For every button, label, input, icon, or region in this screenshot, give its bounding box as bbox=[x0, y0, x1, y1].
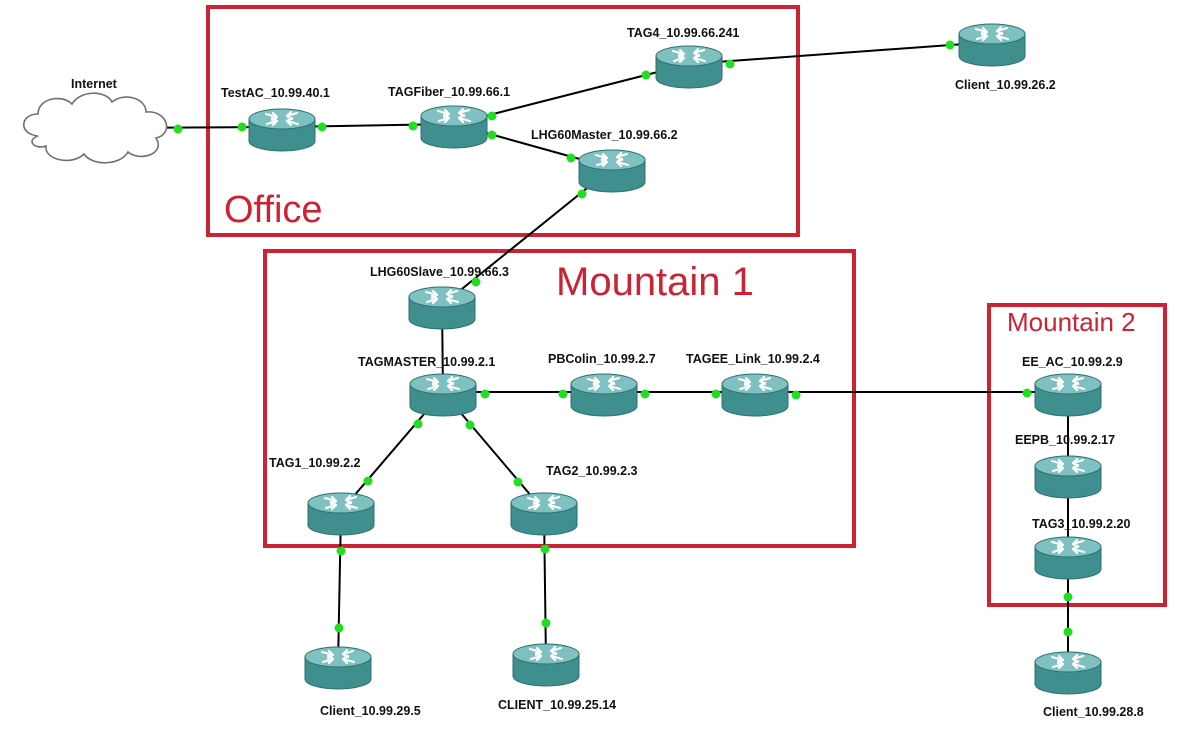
port-dot-tagmaster-tag2-a bbox=[465, 420, 475, 430]
node-tag3[interactable] bbox=[1034, 536, 1102, 580]
port-dot-testac-tagfiber-a bbox=[317, 122, 327, 132]
port-dot-tagfiber-tag4-b bbox=[641, 70, 651, 80]
node-label-client29: Client_10.99.29.5 bbox=[320, 704, 421, 718]
node-label-tagfiber: TAGFiber_10.99.66.1 bbox=[388, 85, 510, 99]
router-icon[interactable] bbox=[248, 108, 316, 152]
zone-mountain2-label: Mountain 2 bbox=[1007, 307, 1136, 337]
ports-layer bbox=[173, 40, 1073, 637]
zone-mountain2-box bbox=[987, 303, 1167, 607]
node-client28[interactable] bbox=[1034, 651, 1102, 695]
node-tagmaster[interactable] bbox=[409, 373, 477, 417]
router-icon[interactable] bbox=[958, 23, 1026, 67]
node-label-tag1: TAG1_10.99.2.2 bbox=[269, 456, 361, 470]
router-icon[interactable] bbox=[307, 492, 375, 536]
port-dot-tag4-client26-b bbox=[945, 40, 955, 50]
node-label-client28: Client_10.99.28.8 bbox=[1043, 705, 1144, 719]
port-dot-internet-testac-a bbox=[173, 124, 183, 134]
port-dot-tagmaster-pbcolin-b bbox=[558, 389, 568, 399]
cloud-icon bbox=[22, 92, 168, 164]
node-label-tag3: TAG3_10.99.2.20 bbox=[1032, 517, 1130, 531]
port-dot-tag2-client25-a bbox=[540, 544, 550, 554]
router-icon[interactable] bbox=[512, 643, 580, 687]
router-icon[interactable] bbox=[420, 105, 488, 149]
node-pbcolin[interactable] bbox=[570, 373, 638, 417]
port-dot-internet-testac-b bbox=[237, 122, 247, 132]
link-tag2-client25 bbox=[543, 510, 547, 663]
node-label-lhg60master: LHG60Master_10.99.66.2 bbox=[531, 128, 678, 142]
router-icon[interactable] bbox=[408, 286, 476, 330]
router-icon[interactable] bbox=[409, 373, 477, 417]
port-dot-pbcolin-tagee-link-b bbox=[711, 389, 721, 399]
port-dot-pbcolin-tagee-link-a bbox=[640, 389, 650, 399]
node-label-lhg60slave: LHG60Slave_10.99.66.3 bbox=[370, 265, 509, 279]
node-tag2[interactable] bbox=[510, 492, 578, 536]
port-dot-tagmaster-pbcolin-a bbox=[480, 389, 490, 399]
port-dot-tag1-client29-b bbox=[334, 623, 344, 633]
port-dot-tagfiber-tag4-a bbox=[487, 111, 497, 121]
port-dot-tagee-link-ee-ac-b bbox=[1022, 388, 1032, 398]
node-ee-ac[interactable] bbox=[1034, 373, 1102, 417]
port-dot-tag3-client28-a bbox=[1063, 592, 1073, 602]
node-label-client25: CLIENT_10.99.25.14 bbox=[498, 698, 616, 712]
zone-office-label: Office bbox=[224, 189, 323, 231]
port-dot-tagmaster-tag1-a bbox=[413, 419, 423, 429]
link-tag1-client29 bbox=[337, 510, 342, 666]
node-labels: Internet TestAC_10.99.40.1 TAGFiber_10.9… bbox=[71, 26, 1144, 719]
node-lhg60master[interactable] bbox=[578, 149, 646, 193]
zones-layer bbox=[206, 5, 1167, 607]
port-dot-lhg60master-lhg60slave-b bbox=[471, 277, 481, 287]
node-client29[interactable] bbox=[304, 646, 372, 690]
node-tagfiber[interactable] bbox=[420, 105, 488, 149]
node-label-pbcolin: PBColin_10.99.2.7 bbox=[548, 352, 656, 366]
port-dot-tag3-client28-b bbox=[1063, 627, 1073, 637]
node-label-ee-ac: EE_AC_10.99.2.9 bbox=[1022, 355, 1123, 369]
zone-office-box bbox=[206, 5, 800, 237]
node-tag4[interactable] bbox=[655, 45, 723, 89]
zone-labels: Office Mountain 1 Mountain 2 bbox=[224, 189, 1136, 337]
node-eepb[interactable] bbox=[1034, 455, 1102, 499]
port-dot-tagfiber-lhg60master-b bbox=[566, 153, 576, 163]
node-tagee-link[interactable] bbox=[721, 373, 789, 417]
node-label-tag4: TAG4_10.99.66.241 bbox=[627, 26, 739, 40]
port-dot-tagmaster-tag2-b bbox=[513, 477, 523, 487]
node-label-client26: Client_10.99.26.2 bbox=[955, 78, 1056, 92]
port-dot-lhg60master-lhg60slave-a bbox=[577, 189, 587, 199]
node-label-tagee-link: TAGEE_Link_10.99.2.4 bbox=[686, 352, 820, 366]
router-icon[interactable] bbox=[304, 646, 372, 690]
node-lhg60slave[interactable] bbox=[408, 286, 476, 330]
node-label-internet: Internet bbox=[71, 77, 118, 91]
nodes-layer bbox=[22, 23, 1102, 695]
node-testac[interactable] bbox=[248, 108, 316, 152]
router-icon[interactable] bbox=[1034, 651, 1102, 695]
port-dot-tagee-link-ee-ac-a bbox=[791, 390, 801, 400]
port-dot-tagfiber-lhg60master-a bbox=[487, 130, 497, 140]
node-internet[interactable] bbox=[22, 92, 168, 164]
node-label-eepb: EEPB_10.99.2.17 bbox=[1015, 433, 1115, 447]
router-icon[interactable] bbox=[1034, 373, 1102, 417]
port-dot-tag1-client29-a bbox=[336, 546, 346, 556]
port-dot-tag2-client25-b bbox=[541, 618, 551, 628]
node-tag1[interactable] bbox=[307, 492, 375, 536]
router-icon[interactable] bbox=[578, 149, 646, 193]
node-label-tag2: TAG2_10.99.2.3 bbox=[546, 464, 638, 478]
router-icon[interactable] bbox=[1034, 455, 1102, 499]
node-client25[interactable] bbox=[512, 643, 580, 687]
router-icon[interactable] bbox=[510, 492, 578, 536]
node-label-tagmaster: TAGMASTER_10.99.2.1 bbox=[358, 355, 495, 369]
link-tag4-client26 bbox=[688, 41, 993, 65]
zone-mountain1-box bbox=[263, 249, 856, 548]
router-icon[interactable] bbox=[1034, 536, 1102, 580]
router-icon[interactable] bbox=[570, 373, 638, 417]
router-icon[interactable] bbox=[721, 373, 789, 417]
port-dot-tag4-client26-a bbox=[725, 59, 735, 69]
port-dot-tagmaster-tag1-b bbox=[363, 476, 373, 486]
router-icon[interactable] bbox=[655, 45, 723, 89]
zone-mountain1-label: Mountain 1 bbox=[556, 260, 754, 304]
node-client26[interactable] bbox=[958, 23, 1026, 67]
port-dot-testac-tagfiber-b bbox=[408, 121, 418, 131]
node-label-testac: TestAC_10.99.40.1 bbox=[221, 86, 330, 100]
